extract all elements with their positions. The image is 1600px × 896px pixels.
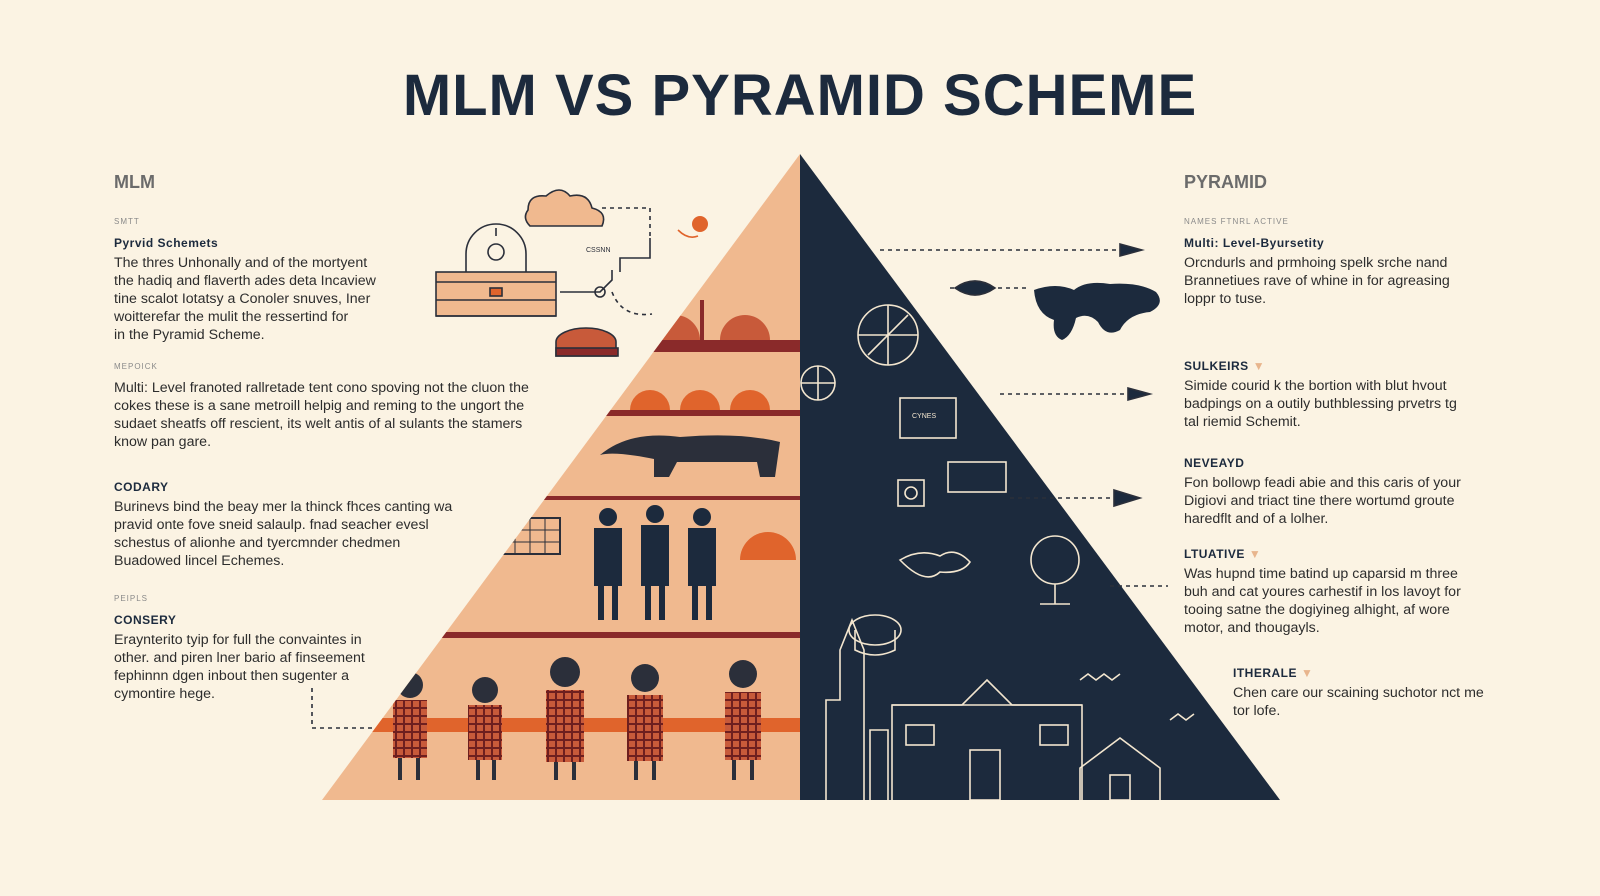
block-subtitle: Pyrvid Schemets bbox=[114, 236, 219, 250]
pyramid-column-heading: PYRAMID bbox=[1184, 172, 1268, 192]
pyramid-illustration: CYNES bbox=[800, 304, 1195, 800]
mlm-half bbox=[322, 154, 800, 800]
mlm-connectors bbox=[311, 189, 699, 729]
compass-icon bbox=[857, 304, 919, 366]
block-subtitle: ITHERALE▼ bbox=[1233, 666, 1314, 680]
block-subtitle: Multi: Level-Byursetity bbox=[1184, 236, 1325, 250]
mlm-block-3: CODARY Burinevs bind the beay mer la thi… bbox=[114, 478, 504, 570]
block-tag: NAMES FTNRL ACTIVE bbox=[1184, 217, 1289, 226]
block-text: Chen care our scaining suchotor nct me t… bbox=[1233, 685, 1484, 719]
globe-stand-icon bbox=[1030, 535, 1080, 605]
pyramid-half bbox=[800, 154, 1280, 800]
block-text: Multi: Level franoted rallretade tent co… bbox=[114, 380, 529, 450]
world-map-sketch bbox=[898, 551, 972, 578]
cloud-icon bbox=[524, 189, 605, 227]
pyramid-block-2: SULKEIRS▼ Simide courid k the bortion wi… bbox=[1184, 357, 1514, 431]
house-icon bbox=[891, 678, 1083, 800]
cabin-icon bbox=[1079, 737, 1161, 800]
dome-building-icon bbox=[555, 327, 619, 357]
block-text: Eraynterito tyip for full the convaintes… bbox=[114, 632, 365, 702]
pyramid-block-4: LTUATIVE▼ Was hupnd time batind up capar… bbox=[1184, 545, 1514, 637]
block-text: Orcndurls and prmhoing spelk srche nand … bbox=[1184, 255, 1450, 307]
zigzag-line-2 bbox=[1169, 713, 1195, 721]
arch-row bbox=[600, 390, 800, 416]
diagram-inline-label: CSSNN bbox=[586, 247, 611, 254]
block-text: Burinevs bind the beay mer la thinck fhc… bbox=[114, 499, 453, 569]
block-text: Simide courid k the bortion with blut hv… bbox=[1184, 378, 1457, 430]
sun-icon bbox=[692, 216, 708, 232]
mlm-illustration bbox=[322, 300, 800, 780]
mlm-block-2: MEPOICK Multi: Level franoted rallretade… bbox=[114, 358, 584, 451]
zigzag-line bbox=[1079, 673, 1121, 681]
pointer-icon-3 bbox=[1113, 488, 1143, 508]
block-text: The thres Unhonally and of the mortyent … bbox=[114, 255, 376, 343]
pyramid-connectors bbox=[880, 242, 1168, 587]
children-row bbox=[393, 657, 761, 780]
pointer-icon-2 bbox=[1127, 386, 1154, 402]
mlm-column-heading: MLM bbox=[114, 172, 155, 192]
eye-icon bbox=[953, 280, 997, 296]
world-map-icon bbox=[1034, 282, 1160, 340]
pyramid-block-1: NAMES FTNRL ACTIVE Multi: Level-Byurseti… bbox=[1184, 213, 1514, 308]
robot-icon bbox=[897, 479, 925, 507]
page-title: MLM VS PYRAMID SCHEME bbox=[402, 63, 1198, 128]
pot-icon bbox=[848, 614, 902, 646]
block-text: Fon bollowp feadi abie and this caris of… bbox=[1184, 475, 1461, 527]
screen-icon bbox=[947, 461, 1007, 493]
mlm-block-4: PEIPLS CONSERY Eraynterito tyip for full… bbox=[114, 590, 414, 703]
block-subtitle: CODARY bbox=[114, 480, 169, 494]
animal-icon bbox=[600, 435, 780, 477]
block-subtitle: LTUATIVE▼ bbox=[1184, 547, 1262, 561]
group-of-people bbox=[594, 505, 716, 620]
block-tag: PEIPLS bbox=[114, 594, 149, 603]
block-tag: SMTT bbox=[114, 217, 140, 226]
device-box-text: CYNES bbox=[912, 413, 936, 420]
device-box-icon: CYNES bbox=[899, 397, 957, 439]
block-subtitle: CONSERY bbox=[114, 613, 177, 627]
block-subtitle: SULKEIRS▼ bbox=[1184, 359, 1266, 373]
mlm-block-1: SMTT Pyrvid Schemets The thres Unhonally… bbox=[114, 213, 414, 344]
block-subtitle: NEVEAYD bbox=[1184, 456, 1245, 470]
skyline-icon bbox=[825, 617, 889, 800]
pyramid-block-3: NEVEAYD Fon bollowp feadi abie and this … bbox=[1184, 454, 1514, 528]
pyramid-block-5: ITHERALE▼ Chen care our scaining suchoto… bbox=[1233, 664, 1523, 720]
capitol-building-icon bbox=[435, 223, 557, 317]
pointer-icon-1 bbox=[1119, 242, 1146, 258]
block-tag: MEPOICK bbox=[114, 362, 158, 371]
sunburst-icon bbox=[740, 532, 796, 560]
block-text: Was hupnd time batind up caparsid m thre… bbox=[1184, 566, 1461, 636]
